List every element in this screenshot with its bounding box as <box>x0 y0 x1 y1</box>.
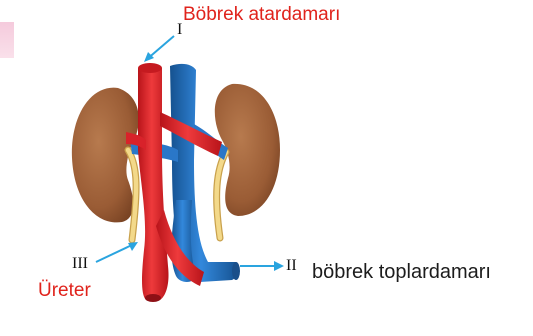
pointer-arrow-I <box>144 36 174 62</box>
marker-III: III <box>72 256 88 272</box>
ureter-label: Üreter <box>38 281 91 300</box>
ureter-right <box>217 152 226 238</box>
marker-II: II <box>286 258 297 274</box>
marker-I: I <box>177 22 182 38</box>
renal-vein-label: böbrek toplardamarı <box>312 262 491 282</box>
pointer-arrow-II <box>240 261 284 271</box>
renal-artery-label: Böbrek atardamarı <box>183 5 340 24</box>
pointer-arrow-III <box>96 242 138 262</box>
